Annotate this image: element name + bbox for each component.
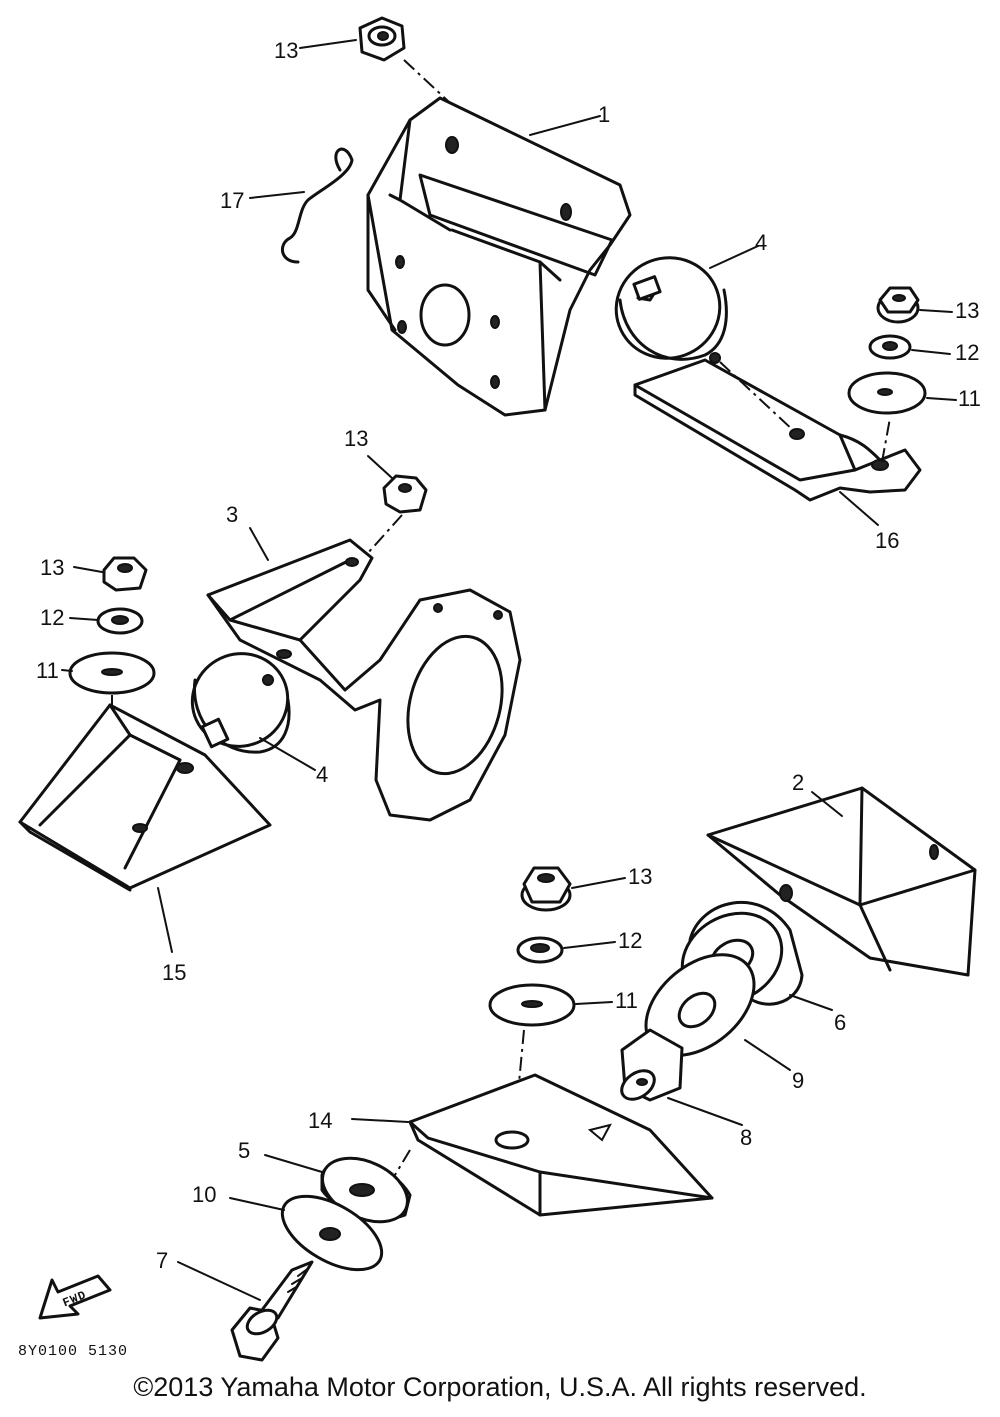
part-11-washer-bottom xyxy=(488,983,576,1027)
callout-2: 2 xyxy=(792,770,804,795)
part-15-bracket xyxy=(18,703,272,892)
callout-4b: 4 xyxy=(316,762,328,787)
callout-5: 5 xyxy=(238,1138,250,1163)
callout-7: 7 xyxy=(156,1248,168,1273)
fwd-arrow-icon: FWD xyxy=(38,1274,112,1320)
callout-14: 14 xyxy=(308,1108,332,1133)
part-4-damper-lower xyxy=(190,652,291,754)
callout-11a: 11 xyxy=(958,386,981,411)
part-3-bracket xyxy=(206,538,522,822)
part-12-washer-left xyxy=(96,607,144,635)
part-13-nut-right xyxy=(876,286,920,324)
part-4-damper-upper xyxy=(614,256,728,364)
part-13-nut-left xyxy=(102,556,148,592)
copyright-notice: ©2013 Yamaha Motor Corporation, U.S.A. A… xyxy=(133,1372,867,1402)
callout-13c: 13 xyxy=(344,426,368,451)
callout-3: 3 xyxy=(226,502,238,527)
part-7-bolt xyxy=(230,1260,314,1362)
callout-12b: 12 xyxy=(40,605,64,630)
part-13-nut-top xyxy=(358,16,406,62)
callout-11b: 11 xyxy=(36,658,59,683)
callout-8: 8 xyxy=(740,1125,752,1150)
part-16-bracket xyxy=(633,358,922,502)
callout-9: 9 xyxy=(792,1068,804,1093)
part-8-collar xyxy=(620,1028,684,1102)
callout-15: 15 xyxy=(162,960,186,985)
part-13-nut-bottom xyxy=(520,866,572,912)
diagram-code: 8Y0100 5130 xyxy=(18,1343,128,1360)
part-13-nut-middle xyxy=(382,474,428,514)
callout-13d: 13 xyxy=(40,555,64,580)
part-11-washer-right xyxy=(847,371,927,415)
part-10-washer xyxy=(280,1194,384,1272)
part-2-bracket xyxy=(706,786,977,977)
callout-17: 17 xyxy=(220,188,244,213)
callout-13b: 13 xyxy=(955,298,979,323)
callout-11c: 11 xyxy=(615,988,638,1013)
part-14-bracket xyxy=(408,1073,714,1217)
callout-13e: 13 xyxy=(628,864,652,889)
part-17-clip xyxy=(281,147,354,264)
part-1-bracket xyxy=(366,96,632,417)
callout-4a: 4 xyxy=(755,230,767,255)
callout-6: 6 xyxy=(834,1010,846,1035)
callout-16: 16 xyxy=(875,528,899,553)
callout-1: 1 xyxy=(598,102,610,127)
part-12-washer-right xyxy=(868,334,912,360)
part-11-washer-left xyxy=(68,651,156,695)
callout-12a: 12 xyxy=(955,340,979,365)
callout-13a: 13 xyxy=(274,38,298,63)
callout-12c: 12 xyxy=(618,928,642,953)
callout-10: 10 xyxy=(192,1182,216,1207)
part-12-washer-bottom xyxy=(516,936,564,964)
